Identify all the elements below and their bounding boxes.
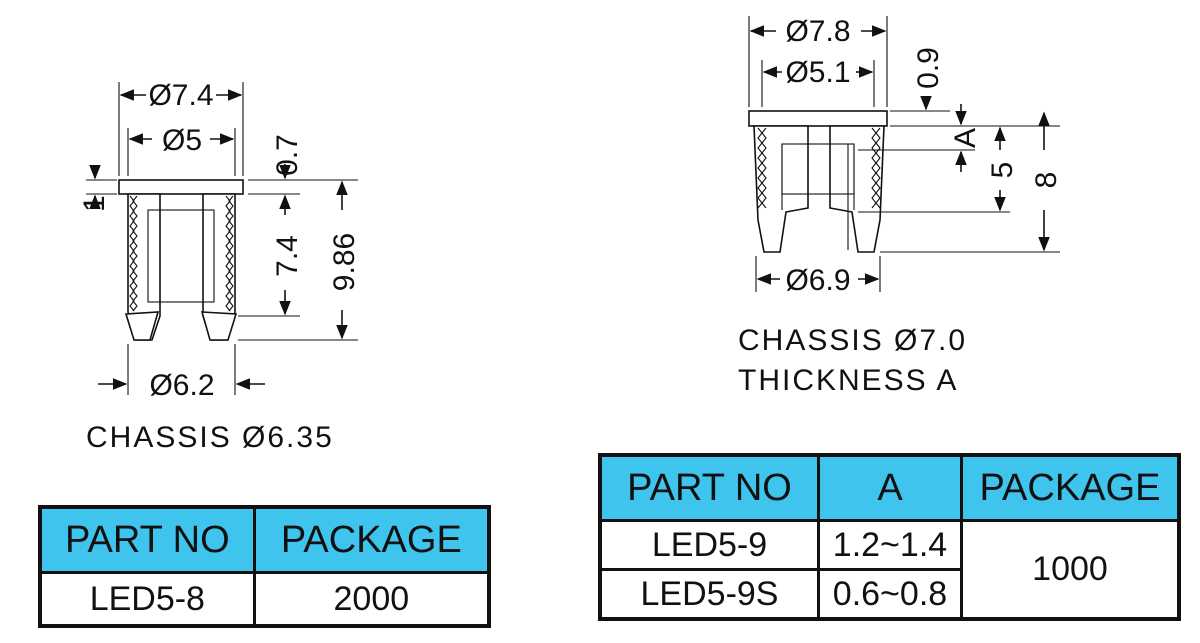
dim-left-flange: 1: [78, 195, 111, 212]
left-part-drawing: Ø7.4 Ø5 1 0.7 7.4 9.86 Ø6.2: [78, 79, 361, 454]
left-body: [127, 193, 161, 341]
rib-line: [757, 127, 763, 209]
right-rib-pattern: [757, 127, 881, 209]
header-package: PACKAGE: [252, 505, 491, 574]
dim-right-outer: Ø7.8: [785, 15, 850, 48]
dim-right-bottom: Ø6.9: [785, 264, 850, 297]
cell-part-no: LED5-9: [598, 519, 820, 571]
right-leg: [200, 311, 238, 341]
rib-line: [871, 127, 877, 209]
header-part-no: PART NO: [598, 453, 820, 522]
dim-right-inner: Ø5.1: [785, 56, 850, 89]
dim-right-inner-height: 5: [986, 162, 1019, 179]
dim-left-gap: 0.7: [271, 134, 304, 176]
left-rib-pattern: [129, 195, 234, 312]
right-caption-line2: THICKNESS A: [738, 364, 958, 397]
table-row: LED5-9 1.2~1.4 1000: [598, 519, 1181, 621]
right-flange: [748, 110, 888, 127]
rib-line: [228, 195, 234, 312]
cell-part-no: LED5-9S: [598, 568, 820, 621]
left-flange: [118, 179, 244, 195]
table-row: LED5-8 2000: [38, 571, 491, 628]
right-caption-line1: CHASSIS Ø7.0: [738, 324, 967, 357]
dim-left-bottom: Ø6.2: [149, 369, 214, 402]
rib-line: [132, 195, 138, 312]
right-part-table: PART NO A PACKAGE LED5-9 1.2~1.4 1000 LE…: [598, 453, 1181, 621]
cell-package: 1000: [960, 519, 1181, 621]
header-part-no: PART NO: [38, 505, 256, 574]
left-leg: [124, 311, 160, 341]
table-header-row: PART NO PACKAGE: [38, 505, 491, 574]
dim-left-inner: Ø5: [162, 124, 202, 157]
rib-line: [875, 127, 881, 209]
cell-a: 0.6~0.8: [817, 568, 963, 621]
rib-line: [761, 127, 767, 209]
table-header-row: PART NO A PACKAGE: [598, 453, 1181, 522]
right-part-drawing: Ø7.8 Ø5.1 0.9 A 5 8 Ø6.9 CHASSIS Ø: [738, 15, 1063, 397]
right-body-left: [753, 125, 809, 253]
dim-left-inner-height: 7.4: [271, 235, 304, 277]
dim-left-total-height: 9.86: [328, 233, 361, 291]
dim-right-gap: 0.9: [912, 47, 945, 89]
left-caption: CHASSIS Ø6.35: [86, 421, 334, 454]
header-a: A: [817, 453, 963, 522]
cell-part-no: LED5-8: [38, 571, 256, 628]
header-package: PACKAGE: [960, 453, 1181, 522]
cell-package: 2000: [252, 571, 491, 628]
left-part-table: PART NO PACKAGE LED5-8 2000: [38, 505, 491, 628]
dim-right-thickness: A: [949, 128, 982, 148]
dim-left-outer: Ø7.4: [148, 79, 213, 112]
cell-a: 1.2~1.4: [817, 519, 963, 571]
right-body-right: [829, 125, 885, 253]
table-row: LED5-9S 0.6~0.8: [598, 568, 1179, 621]
dim-right-total-height: 8: [1030, 172, 1063, 189]
